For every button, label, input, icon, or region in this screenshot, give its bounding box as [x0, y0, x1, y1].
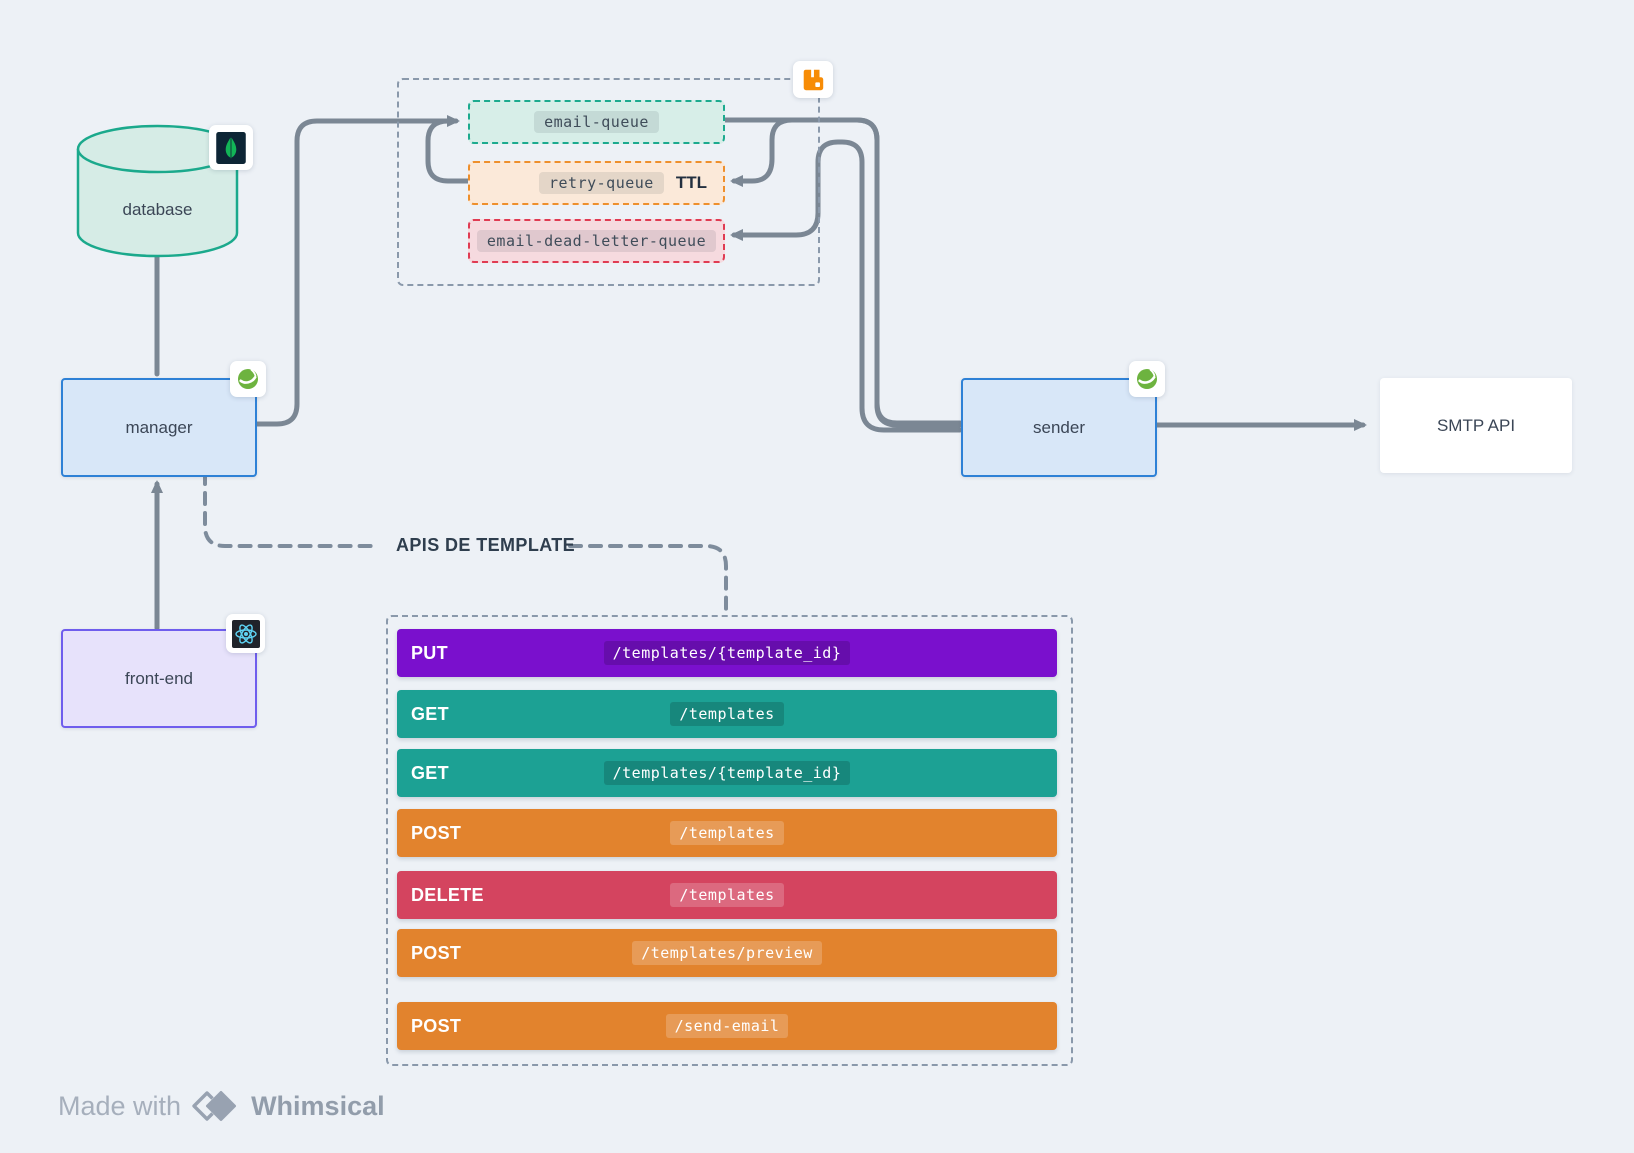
whimsical-brand-text: Whimsical	[251, 1090, 385, 1121]
rabbitmq-icon	[793, 61, 833, 98]
api-endpoint-post-send-email[interactable]: POST /send-email	[397, 1002, 1057, 1050]
queue-email-label: email-queue	[534, 111, 659, 133]
queue-dead-letter[interactable]: email-dead-letter-queue	[468, 219, 725, 263]
whimsical-logo-icon	[192, 1090, 238, 1122]
queue-group	[397, 78, 820, 286]
api-method-label: GET	[411, 762, 449, 783]
api-endpoint-get-templates[interactable]: GET /templates	[397, 690, 1057, 738]
api-method-label: PUT	[411, 642, 448, 663]
api-method-label: POST	[411, 822, 462, 843]
api-endpoint-delete-templates[interactable]: DELETE /templates	[397, 871, 1057, 919]
queue-email[interactable]: email-queue	[468, 100, 725, 144]
node-frontend[interactable]: front-end	[61, 629, 257, 728]
smtp-api-label: SMTP API	[1436, 415, 1516, 435]
api-endpoint-post-templates[interactable]: POST /templates	[397, 809, 1057, 857]
queue-retry-ttl: TTL	[675, 173, 707, 192]
manager-label: manager	[125, 417, 193, 437]
spring-icon	[1129, 361, 1165, 397]
mongodb-icon	[209, 125, 253, 170]
apis-group-title: APIS DE TEMPLATE	[396, 535, 576, 555]
api-path-chip: /templates/{template_id}	[603, 641, 851, 665]
made-with-text: Made with	[58, 1090, 182, 1121]
sender-label: sender	[1033, 417, 1085, 437]
api-method-label: POST	[411, 942, 462, 963]
api-path-chip: /send-email	[665, 1014, 789, 1038]
queue-dead-letter-label: email-dead-letter-queue	[476, 230, 717, 252]
node-smtp-api[interactable]: SMTP API	[1380, 378, 1572, 473]
node-manager[interactable]: manager	[61, 378, 257, 477]
edge-manager-apis-right	[568, 544, 728, 614]
api-path-chip: /templates	[670, 821, 784, 845]
api-endpoint-get-template-id[interactable]: GET /templates/{template_id}	[397, 749, 1057, 797]
api-method-label: GET	[411, 703, 449, 724]
api-path-chip: /templates	[670, 702, 784, 726]
frontend-label: front-end	[124, 668, 194, 688]
apis-group	[386, 615, 1073, 1066]
database-label: database	[122, 200, 193, 219]
edge-manager-apis-left	[203, 471, 379, 548]
api-path-chip: /templates/preview	[632, 941, 822, 965]
api-path-chip: /templates/{template_id}	[603, 761, 851, 785]
footer-watermark[interactable]: Made with Whimsical	[58, 1086, 385, 1126]
api-endpoint-post-preview[interactable]: POST /templates/preview	[397, 929, 1057, 977]
api-method-label: DELETE	[411, 884, 484, 905]
api-path-chip: /templates	[670, 883, 784, 907]
queue-retry-label: retry-queue	[539, 172, 664, 194]
react-icon	[226, 614, 265, 653]
spring-icon	[230, 361, 266, 397]
api-method-label: POST	[411, 1015, 462, 1036]
queue-retry[interactable]: retry-queue TTL	[468, 161, 725, 205]
api-endpoint-put-template-id[interactable]: PUT /templates/{template_id}	[397, 629, 1057, 677]
node-sender[interactable]: sender	[961, 378, 1157, 477]
